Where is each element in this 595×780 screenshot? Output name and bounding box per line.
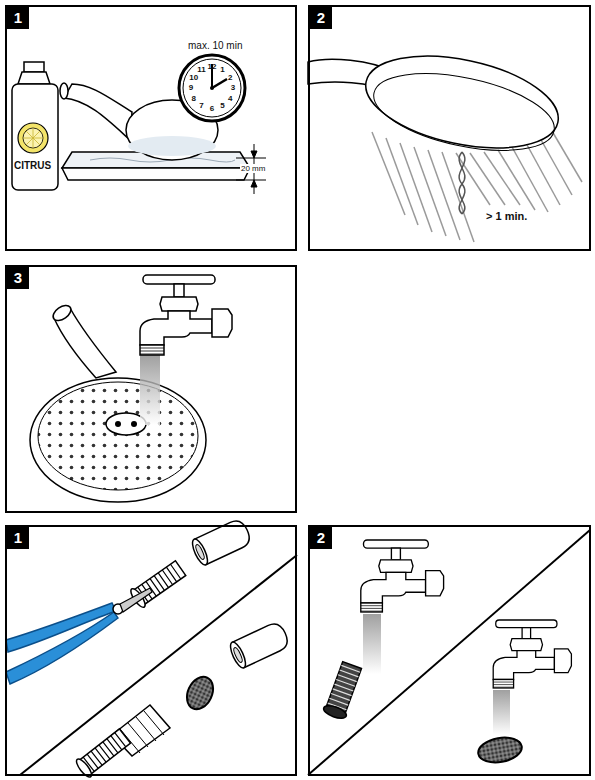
product-label: CITRUS xyxy=(14,160,51,171)
clock-number: 1 xyxy=(220,66,224,74)
clock-number: 8 xyxy=(192,95,196,103)
step-panel: 1 xyxy=(5,525,297,776)
clock-number: 10 xyxy=(189,74,198,82)
step-number: 2 xyxy=(310,527,332,549)
clock-number: 11 xyxy=(197,66,205,74)
divider-line xyxy=(20,555,297,775)
clock-number: 5 xyxy=(220,102,224,110)
water-stream xyxy=(493,690,510,735)
step-panel: 3 xyxy=(5,265,297,513)
step-panel: 1 xyxy=(5,5,297,251)
clock-number: 2 xyxy=(228,74,232,82)
filter-insert xyxy=(74,727,132,779)
dimension: 20 mm xyxy=(240,164,266,173)
step-number: 1 xyxy=(7,527,29,549)
clock-number: 12 xyxy=(208,63,217,71)
step-panel: 2 xyxy=(308,525,591,776)
mesh-disc xyxy=(476,734,523,765)
twisted-jet xyxy=(459,152,465,214)
clock-number: 4 xyxy=(228,95,232,103)
clock-number: 6 xyxy=(210,105,214,113)
water-stream xyxy=(363,614,381,674)
mesh-disc xyxy=(182,673,218,714)
duration-note: > 1 min. xyxy=(486,210,527,222)
filter-insert xyxy=(322,661,363,721)
citrus-bottle xyxy=(12,62,58,190)
clock-number: 9 xyxy=(189,84,193,92)
clock-number: 7 xyxy=(199,102,203,110)
pliers xyxy=(6,588,152,684)
shower-head xyxy=(308,41,567,165)
tap xyxy=(361,540,444,612)
step-number: 1 xyxy=(7,7,29,29)
step-panel: 2 xyxy=(308,5,591,251)
dimension-line xyxy=(236,144,266,194)
shower-head-soaking xyxy=(60,83,218,160)
clock xyxy=(179,55,245,121)
water-stream xyxy=(140,355,160,425)
time-note: max. 10 min xyxy=(188,40,242,51)
tap xyxy=(493,620,571,688)
step-number: 3 xyxy=(7,267,29,289)
clock-number: 3 xyxy=(231,84,235,92)
hose-end xyxy=(228,620,291,669)
step-number: 2 xyxy=(310,7,332,29)
divider-line xyxy=(308,530,590,775)
tap xyxy=(140,275,232,355)
